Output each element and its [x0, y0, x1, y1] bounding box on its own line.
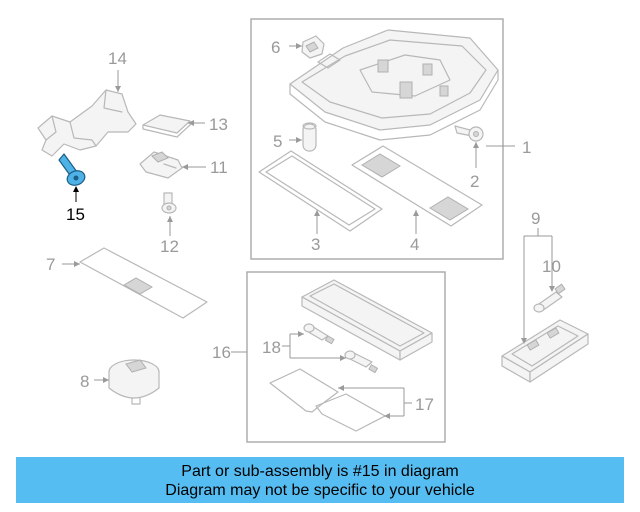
part-1-console-housing[interactable] — [289, 29, 499, 141]
callout-16[interactable]: 16 — [212, 343, 231, 362]
part-12-clip[interactable] — [161, 192, 177, 214]
info-banner: Part or sub-assembly is #15 in diagram D… — [16, 457, 624, 503]
callout-13[interactable]: 13 — [209, 115, 228, 134]
callout-15[interactable]: 15 — [66, 205, 85, 224]
part-6-lamp[interactable] — [301, 35, 325, 59]
callout-14[interactable]: 14 — [108, 49, 127, 68]
arrow-7 — [74, 261, 80, 267]
group-box-console — [250, 18, 504, 260]
part-18-bulb-upper[interactable] — [303, 323, 335, 345]
callout-3[interactable]: 3 — [311, 235, 320, 254]
callout-12[interactable]: 12 — [160, 237, 179, 256]
callout-18[interactable]: 18 — [262, 338, 281, 357]
arrow-10 — [549, 286, 555, 292]
arrow-11 — [182, 164, 188, 170]
callout-6[interactable]: 6 — [271, 38, 280, 57]
callout-2[interactable]: 2 — [470, 172, 479, 191]
arrow-14 — [115, 86, 121, 92]
arrow-18b — [340, 355, 346, 361]
part-4-pad[interactable] — [351, 145, 483, 227]
callout-1[interactable]: 1 — [522, 138, 531, 157]
arrow-13 — [188, 120, 194, 126]
group-box-16 — [246, 271, 446, 443]
part-3-pad[interactable] — [258, 150, 383, 232]
part-17-pad-right[interactable] — [315, 393, 386, 432]
leader-9 — [523, 228, 553, 342]
callout-17[interactable]: 17 — [415, 395, 434, 414]
callout-11[interactable]: 11 — [210, 158, 228, 177]
part-18-bulb-lower[interactable] — [344, 350, 379, 374]
part-7-strip[interactable] — [79, 247, 208, 319]
part-8-lamp[interactable] — [108, 359, 160, 405]
arrow-15 — [73, 186, 79, 192]
part-9-lamp-assembly[interactable] — [501, 319, 589, 383]
arrow-9 — [521, 338, 527, 344]
arrow-4 — [413, 210, 419, 216]
arrow-17b — [384, 413, 390, 419]
banner-line-1: Part or sub-assembly is #15 in diagram — [181, 463, 459, 480]
arrow-17a — [338, 385, 344, 391]
callout-7[interactable]: 7 — [46, 255, 55, 274]
part-16-lens-assembly[interactable] — [301, 279, 433, 361]
arrow-8 — [103, 377, 109, 383]
part-5-clip[interactable] — [302, 122, 317, 152]
callout-10[interactable]: 10 — [542, 257, 561, 276]
part-2-screw[interactable] — [454, 125, 484, 142]
callout-8[interactable]: 8 — [80, 372, 89, 391]
leader-17 — [338, 387, 412, 417]
arrow-5 — [296, 137, 302, 143]
part-11-bracket[interactable] — [139, 151, 183, 179]
part-15-bolt-highlighted[interactable] — [58, 153, 87, 188]
arrow-2 — [473, 142, 479, 148]
leader-18 — [282, 333, 346, 359]
arrow-6 — [296, 43, 302, 49]
part-14-bracket[interactable] — [37, 89, 137, 157]
part-13-pad[interactable] — [142, 114, 191, 138]
callout-5[interactable]: 5 — [273, 132, 282, 151]
arrow-18a — [298, 331, 304, 337]
callout-4[interactable]: 4 — [410, 235, 419, 254]
arrow-3 — [314, 210, 320, 216]
callout-9[interactable]: 9 — [531, 209, 540, 228]
part-10-bulb[interactable] — [533, 283, 566, 313]
part-17-pad-left[interactable] — [269, 368, 339, 413]
banner-line-2: Diagram may not be specific to your vehi… — [165, 482, 475, 499]
arrow-12 — [167, 216, 173, 222]
